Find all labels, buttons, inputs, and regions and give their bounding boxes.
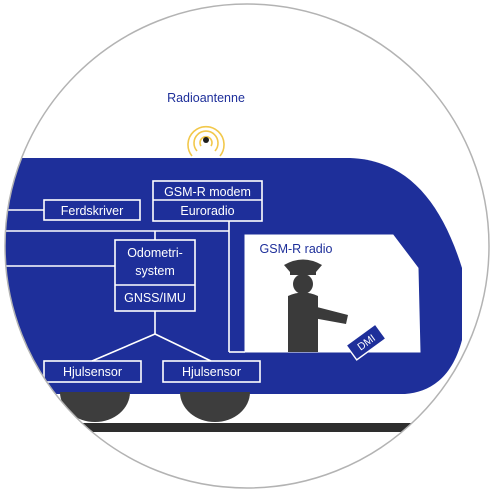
circle-frame [4, 3, 490, 489]
ferdskriver-label: Ferdskriver [61, 204, 124, 218]
driver-figure [284, 259, 348, 352]
gsmr-radio-label: GSM-R radio [260, 242, 333, 256]
gnss-imu-label: GNSS/IMU [124, 291, 186, 305]
radio-antenna-label: Radioantenne [167, 91, 245, 105]
radio-antenna-icon [187, 125, 225, 157]
right-wheel [180, 392, 250, 422]
odometri-label-line1: Odometri- [127, 246, 183, 260]
wheel-sensor-right-box [162, 360, 261, 383]
left-wheel [60, 392, 130, 422]
rail [5, 423, 489, 432]
gsmr-modem-label: GSM-R modem [164, 185, 251, 199]
wheel-sensor-left-label: Hjulsensor [63, 365, 122, 379]
euroradio-label: Euroradio [180, 204, 234, 218]
wheel-sensor-right-label: Hjulsensor [182, 365, 241, 379]
odometri-label-line2: system [135, 264, 175, 278]
gsmr-modem-box [152, 180, 263, 222]
dmi-panel: DMI [345, 323, 387, 361]
